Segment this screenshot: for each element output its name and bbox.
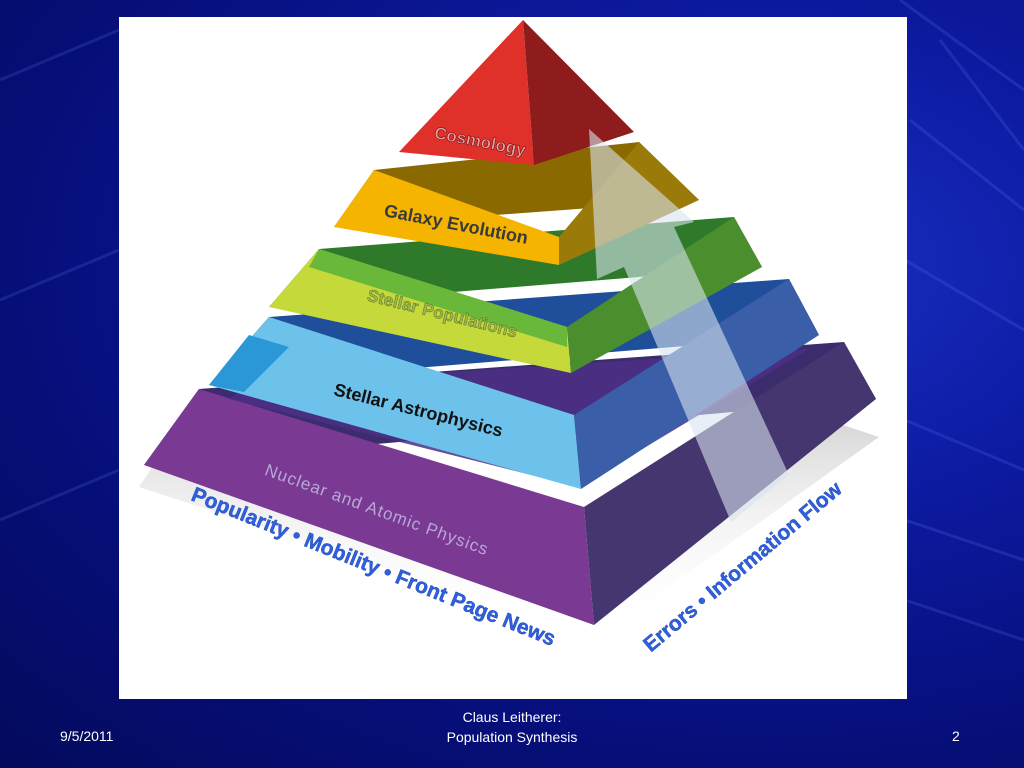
- footer-author: Claus Leitherer:: [462, 709, 562, 725]
- pyramid-diagram-panel: Cosmology Galaxy Evolution Stellar Popul…: [119, 17, 907, 699]
- footer-talk-title: Population Synthesis: [446, 729, 578, 745]
- footer-date: 9/5/2011: [60, 728, 114, 744]
- upward-arrow-icon: [589, 129, 789, 522]
- pyramid-tier-cosmology: [399, 20, 634, 165]
- footer-title: Claus Leitherer: Population Synthesis: [412, 707, 612, 747]
- footer-page-number: 2: [952, 728, 960, 744]
